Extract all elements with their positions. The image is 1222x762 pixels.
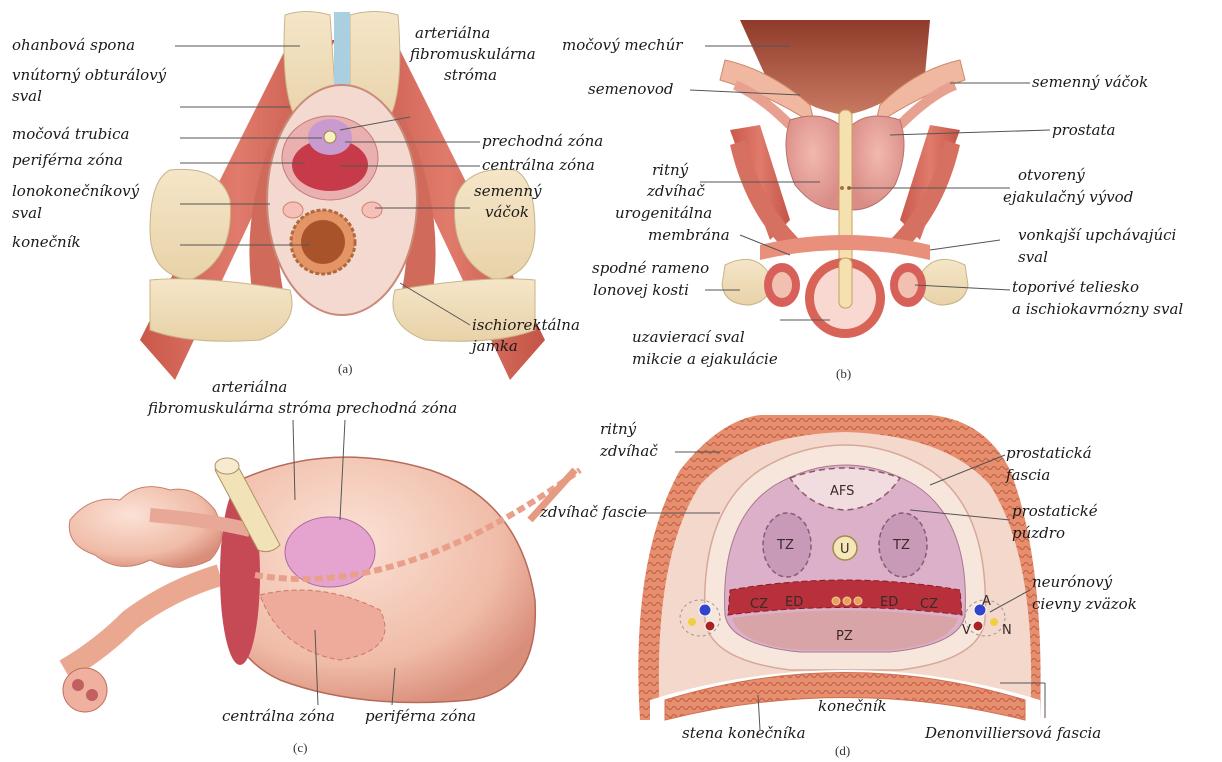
label-semenny-vacok-b: semenný váčok: [1032, 73, 1148, 91]
label-prechodna-c: prechodná zóna: [336, 399, 457, 417]
label-pfascia-1: prostatická: [1006, 444, 1092, 462]
panel-a: ohanbová spona vnútorný obturálový sval …: [12, 12, 603, 381]
vas-c-end: [63, 668, 107, 712]
label-uzav-1: uzavierací sval: [632, 328, 745, 346]
label-semenny-a-2: váčok: [485, 203, 529, 221]
urethra-a: [324, 131, 336, 143]
label-semenovod: semenovod: [588, 80, 673, 98]
panel-b: močový mechúr semenovod semenný váčok pr…: [562, 20, 1183, 381]
ed-dot-2: [843, 597, 851, 605]
ejaculatory-duct-b: [840, 186, 844, 190]
nvb-left-n: [688, 618, 696, 626]
v-label-d: V: [962, 623, 971, 638]
ed-label-right: ED: [880, 595, 898, 610]
label-ritny-b-2: zdvíhač: [646, 182, 705, 200]
label-centralna-a: centrálna zóna: [482, 156, 595, 174]
prostate-left-b: [786, 116, 840, 210]
tz-label-right: TZ: [892, 538, 910, 553]
ed-dot-1: [832, 597, 840, 605]
nvb-right-v: [973, 621, 983, 631]
pubic-ramus-right: [919, 259, 968, 305]
rectum-inner-a: [301, 220, 345, 264]
pubic-ramus-left: [722, 259, 771, 305]
label-ejak-2: ejakulačný vývod: [1003, 188, 1133, 206]
label-neuro-1: neurónový: [1032, 573, 1113, 591]
tz-label-left: TZ: [776, 538, 794, 553]
cz-label-left: CZ: [750, 597, 768, 612]
label-centralna-c: centrálna zóna: [222, 707, 335, 725]
nvb-left-v: [705, 621, 715, 631]
caption-b: (b): [836, 366, 851, 381]
label-ritny-b-1: ritný: [652, 161, 689, 179]
label-semenny-a-1: semenný: [474, 182, 542, 200]
vas-c-end-2: [86, 689, 98, 701]
label-ischio-1: ischiorektálna: [472, 316, 580, 334]
label-afs-c-1: arteriálna: [212, 378, 287, 396]
stub-c-end: [215, 458, 239, 474]
label-afs-a-3: stróma: [444, 66, 497, 84]
label-ohanbova: ohanbová spona: [12, 36, 135, 54]
label-prechodna-a: prechodná zóna: [482, 132, 603, 150]
nvb-left-a: [699, 604, 711, 616]
label-periferna-a: periférna zóna: [12, 151, 123, 169]
label-lono-1: lonokonečníkový: [12, 182, 140, 200]
label-afs-a-1: arteriálna: [415, 24, 490, 42]
label-prostata: prostata: [1052, 121, 1115, 139]
label-puzdro-2: púzdro: [1012, 524, 1065, 542]
label-vonk-2: sval: [1018, 248, 1048, 266]
label-obturator-1: vnútorný obturálový: [12, 66, 167, 84]
label-denon: Denonvilliersová fascia: [924, 724, 1101, 742]
label-ejak-1: otvorený: [1018, 166, 1085, 184]
label-periferna-c: periférna zóna: [365, 707, 476, 725]
label-spodne-2: lonovej kosti: [593, 281, 689, 299]
pz-label-d: PZ: [836, 629, 853, 644]
label-uro-2: membrána: [648, 226, 730, 244]
caption-c: (c): [293, 740, 307, 755]
afs-label-d: AFS: [830, 484, 854, 499]
caption-d: (d): [835, 743, 850, 758]
label-topor-2: a ischiokavrnózny sval: [1012, 300, 1183, 318]
label-vonk-1: vonkajší upchávajúci: [1018, 226, 1177, 244]
label-ritny-d-2: zdvíhač: [599, 442, 658, 460]
panel-d: AFS TZ TZ U CZ CZ ED ED PZ A V N: [539, 415, 1137, 758]
panel-c: arteriálna fibromuskulárna stróma precho…: [63, 378, 580, 755]
label-afs-a-2: fibromuskulárna: [409, 45, 536, 63]
label-uzav-2: mikcie a ejakulácie: [632, 350, 778, 368]
label-puzdro-1: prostatické: [1012, 502, 1098, 520]
label-pfascia-2: fascia: [1005, 466, 1050, 484]
caption-a: (a): [338, 361, 352, 376]
nvb-right-n: [990, 618, 998, 626]
label-mocova-trubica: močová trubica: [12, 125, 129, 143]
label-spodne-1: spodné rameno: [592, 259, 709, 277]
crus-left-inner: [772, 272, 792, 298]
label-stena: stena konečníka: [682, 724, 806, 742]
label-neuro-2: cievny zväzok: [1032, 595, 1137, 613]
label-afs-c-2: fibromuskulárna stróma: [147, 399, 332, 417]
a-label-d: A: [982, 594, 991, 609]
label-konecnik-d: konečník: [818, 697, 887, 715]
label-obturator-2: sval: [12, 87, 42, 105]
seminal-vesicle-right-a: [362, 202, 382, 218]
label-zdvihac-fascie: zdvíhač fascie: [539, 503, 647, 521]
label-konecnik-a: konečník: [12, 233, 81, 251]
label-ritny-d-1: ritný: [600, 420, 637, 438]
u-label-d: U: [840, 542, 850, 557]
ed-dot-3: [854, 597, 862, 605]
label-ischio-2: jamka: [469, 337, 518, 355]
label-lono-2: sval: [12, 204, 42, 222]
vas-c: [65, 575, 220, 670]
urethra-b-low: [839, 258, 852, 308]
label-mechur: močový mechúr: [562, 36, 683, 54]
prostate-right-b: [852, 116, 904, 210]
ischium-low-left: [150, 279, 292, 342]
n-label-d: N: [1002, 623, 1012, 638]
ed-label-left: ED: [785, 595, 803, 610]
label-topor-1: toporivé teliesko: [1012, 278, 1139, 296]
label-uro-1: urogenitálna: [615, 204, 712, 222]
vas-c-end-1: [72, 679, 84, 691]
seminal-vesicle-left-a: [283, 202, 303, 218]
cz-label-right: CZ: [920, 597, 938, 612]
